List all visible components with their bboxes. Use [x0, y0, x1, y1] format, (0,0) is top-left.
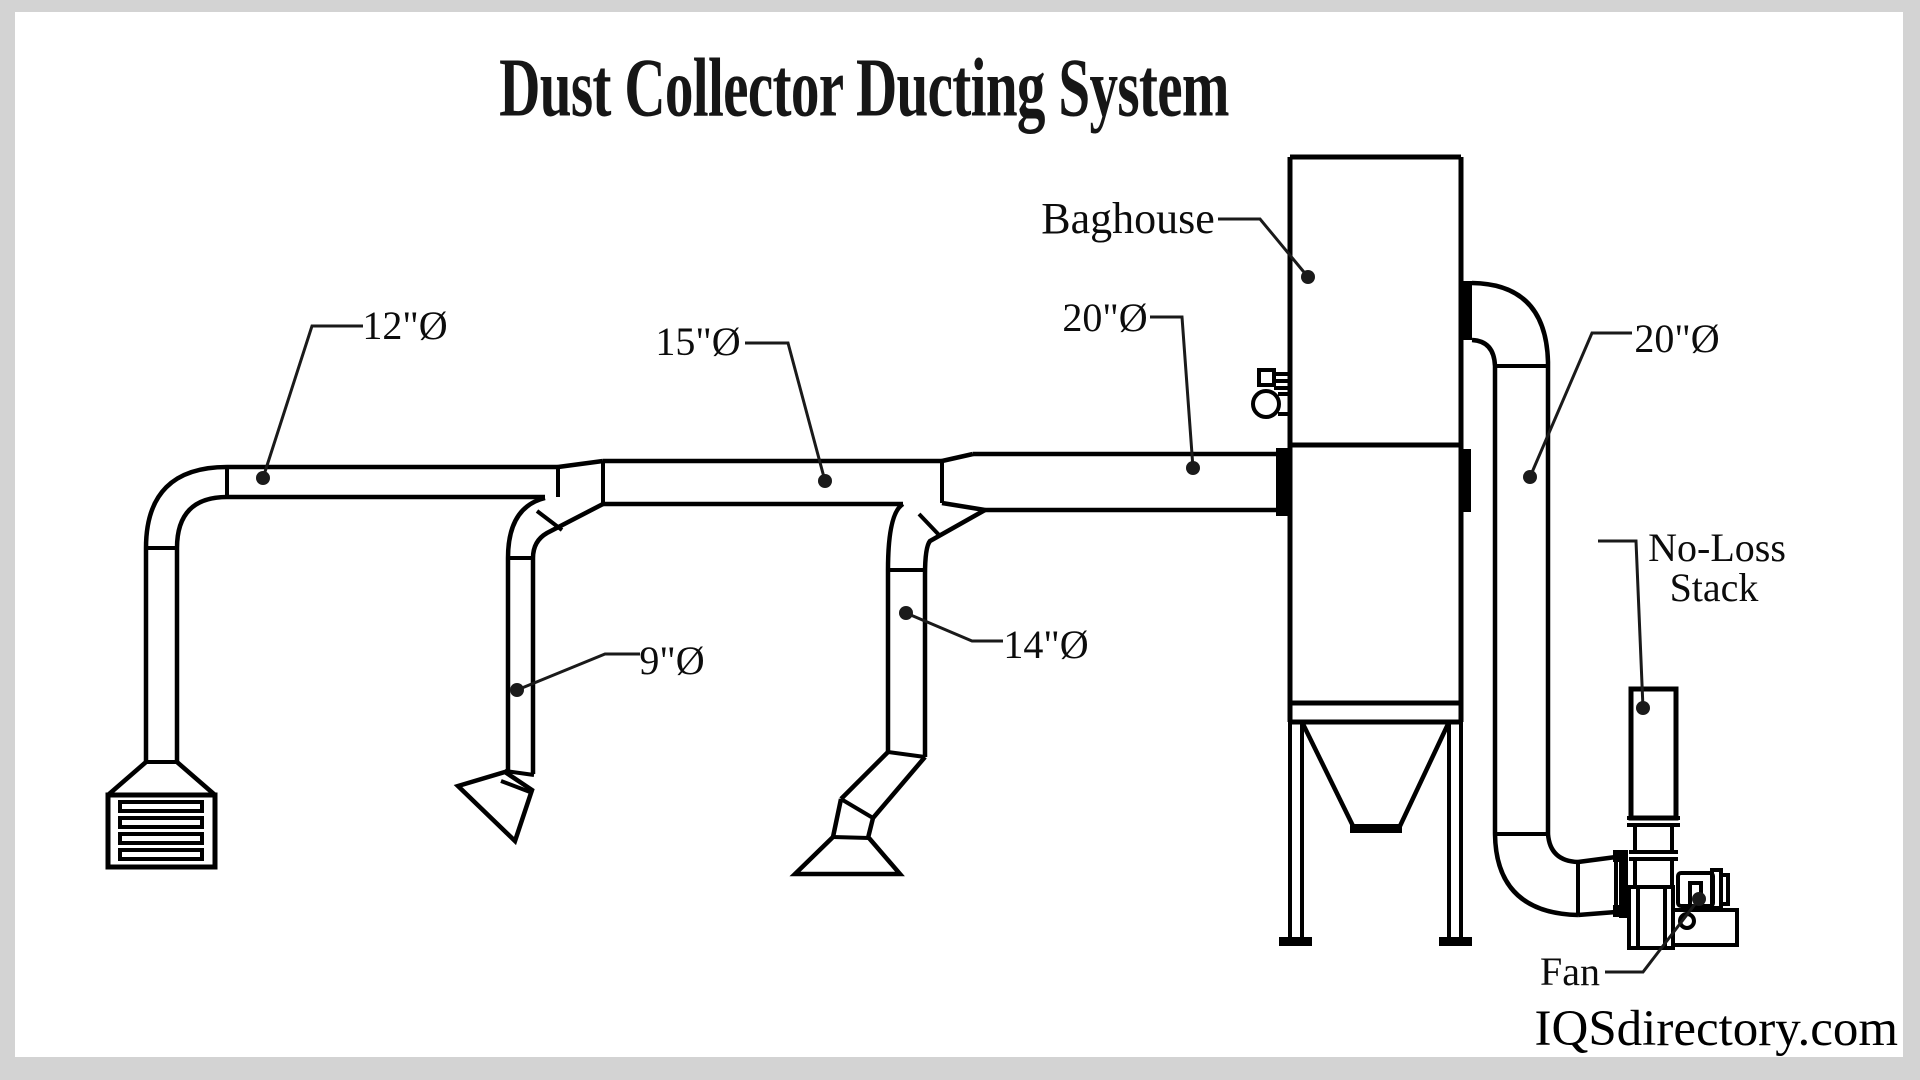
- label-no-loss-stack-line1: No-Loss: [1648, 525, 1786, 570]
- hopper: [1299, 721, 1452, 833]
- label-duct-20-outlet: 20"Ø: [1634, 316, 1720, 361]
- leader-lines: [256, 217, 1706, 974]
- slotted-floor-hood: [105, 760, 218, 870]
- label-duct-12: 12"Ø: [362, 303, 448, 348]
- branch-duct-9: [500, 495, 605, 794]
- baghouse-unit: [1251, 154, 1472, 946]
- label-no-loss-stack-line2: Stack: [1669, 565, 1759, 610]
- label-fan: Fan: [1540, 949, 1600, 994]
- label-duct-15: 15"Ø: [655, 319, 741, 364]
- page-title: Dust Collector Ducting System: [499, 41, 1229, 135]
- outlet-duct-20: [1471, 280, 1628, 918]
- main-duct-run: [225, 451, 1277, 513]
- label-baghouse: Baghouse: [1041, 194, 1215, 243]
- support-legs: [1279, 722, 1472, 946]
- drawing-canvas: [15, 12, 1903, 1057]
- no-loss-stack-pipe: [1627, 686, 1680, 886]
- watermark-text: IQSdirectory.com: [1534, 1001, 1899, 1057]
- pulse-valve: [1251, 368, 1290, 419]
- label-duct-20-inlet: 20"Ø: [1062, 295, 1148, 340]
- cone-hood-14: [789, 835, 905, 877]
- left-elbow: [143, 464, 228, 764]
- cone-hood-9: [453, 769, 535, 846]
- branch-duct-14: [830, 502, 987, 840]
- fan-unit: [1627, 868, 1739, 950]
- label-duct-14: 14"Ø: [1003, 622, 1089, 667]
- label-duct-9: 9"Ø: [639, 638, 705, 683]
